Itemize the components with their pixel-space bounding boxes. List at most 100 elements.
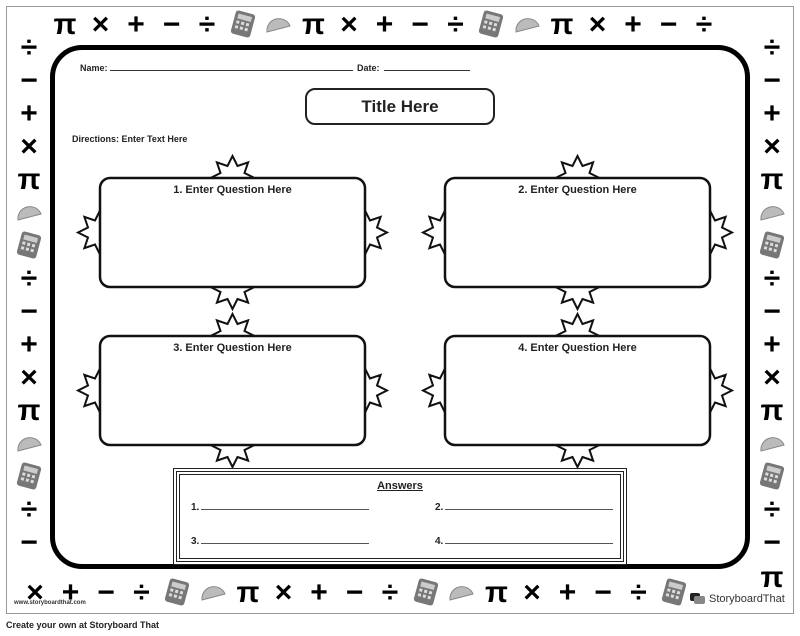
question-1[interactable]: 1. Enter Question Here [173, 184, 292, 196]
divide-icon: ÷ [763, 262, 781, 295]
calculator-icon [757, 231, 787, 265]
minus-icon: − [763, 64, 781, 97]
calculator-icon [476, 10, 506, 44]
divide-icon: ÷ [763, 493, 781, 526]
answer-2[interactable]: 2. [435, 500, 614, 513]
protractor-icon [198, 578, 228, 612]
plus-icon: + [763, 328, 781, 361]
question-box[interactable] [443, 334, 712, 447]
minus-icon: − [763, 295, 781, 328]
question-box[interactable] [98, 334, 367, 447]
protractor-icon [757, 429, 787, 463]
answer-3[interactable]: 3. [191, 534, 370, 547]
times-icon: × [763, 130, 781, 163]
title-box[interactable]: Title Here [305, 88, 495, 125]
plus-icon: + [310, 576, 328, 609]
divide-icon: ÷ [381, 576, 399, 609]
minus-icon: − [20, 295, 38, 328]
minus-icon: − [763, 526, 781, 559]
pi-icon: π [760, 561, 784, 594]
worksheet-sheet [6, 6, 794, 614]
times-icon: × [91, 8, 110, 41]
pi-icon: π [760, 394, 784, 427]
question-frame-4 [420, 311, 735, 470]
divide-icon: ÷ [695, 8, 713, 41]
minus-icon: − [594, 576, 612, 609]
protractor-icon [446, 578, 476, 612]
question-3[interactable]: 3. Enter Question Here [173, 342, 292, 354]
calculator-icon [162, 578, 192, 612]
divide-icon: ÷ [630, 576, 647, 609]
minus-icon: − [20, 64, 38, 97]
footer-text[interactable]: Create your own at Storyboard That [6, 620, 160, 630]
content-frame [50, 45, 750, 569]
times-icon: × [523, 576, 541, 609]
pi-icon: π [760, 163, 784, 196]
calculator-icon [411, 578, 441, 612]
date-label: Date: [357, 63, 380, 73]
divide-icon: ÷ [133, 576, 150, 609]
minus-icon: − [162, 8, 181, 41]
pi-icon: π [17, 163, 41, 196]
question-2[interactable]: 2. Enter Question Here [518, 184, 637, 196]
times-icon: × [26, 576, 44, 609]
answers-title: Answers [377, 480, 423, 492]
minus-icon: − [97, 576, 115, 609]
times-icon: × [20, 130, 38, 163]
plus-icon: + [20, 328, 38, 361]
plus-icon: + [20, 97, 38, 130]
pi-icon: π [53, 8, 77, 41]
minus-icon: − [411, 8, 429, 41]
protractor-icon [263, 10, 293, 44]
date-field[interactable] [384, 60, 470, 71]
question-box[interactable] [98, 176, 367, 289]
divide-icon: ÷ [198, 8, 216, 41]
pi-icon: π [302, 8, 325, 41]
storyboardthat-logo: StoryboardThat [690, 592, 785, 606]
pi-icon: π [485, 576, 508, 609]
times-icon: × [20, 361, 38, 394]
protractor-icon [14, 429, 44, 463]
plus-icon: + [375, 8, 394, 41]
directions: Directions: Enter Text Here [72, 134, 188, 144]
protractor-icon [14, 198, 44, 232]
minus-icon: − [659, 8, 678, 41]
plus-icon: + [558, 576, 577, 609]
divide-icon: ÷ [763, 31, 781, 64]
plus-icon: + [624, 8, 642, 41]
name-label: Name: [80, 63, 108, 73]
times-icon: × [340, 8, 358, 41]
answer-1[interactable]: 1. [191, 500, 370, 513]
calculator-icon [228, 10, 258, 44]
plus-icon: + [127, 8, 145, 41]
calculator-icon [757, 462, 787, 496]
name-field[interactable] [110, 60, 353, 71]
plus-icon: + [763, 97, 781, 130]
divide-icon: ÷ [20, 493, 38, 526]
minus-icon: − [20, 526, 38, 559]
times-icon: × [588, 8, 607, 41]
divide-icon: ÷ [447, 8, 464, 41]
question-box[interactable] [443, 176, 712, 289]
divide-icon: ÷ [20, 31, 38, 64]
question-frame-3 [75, 311, 390, 470]
calculator-icon [14, 231, 44, 265]
calculator-icon [14, 462, 44, 496]
website-url: www.storyboardthat.com [14, 600, 86, 606]
pi-icon: π [17, 394, 41, 427]
answer-4[interactable]: 4. [435, 534, 614, 547]
protractor-icon [512, 10, 542, 44]
pi-icon: π [550, 8, 574, 41]
question-frame-2 [420, 153, 735, 312]
times-icon: × [274, 576, 293, 609]
minus-icon: − [345, 576, 364, 609]
answers-box: Answers 1. 2. 3. 4. [173, 468, 627, 565]
question-frame-1 [75, 153, 390, 312]
divide-icon: ÷ [20, 262, 38, 295]
speech-bubble-icon [690, 593, 705, 604]
pi-icon: π [236, 576, 260, 609]
calculator-icon [659, 578, 689, 612]
question-4[interactable]: 4. Enter Question Here [518, 342, 637, 354]
